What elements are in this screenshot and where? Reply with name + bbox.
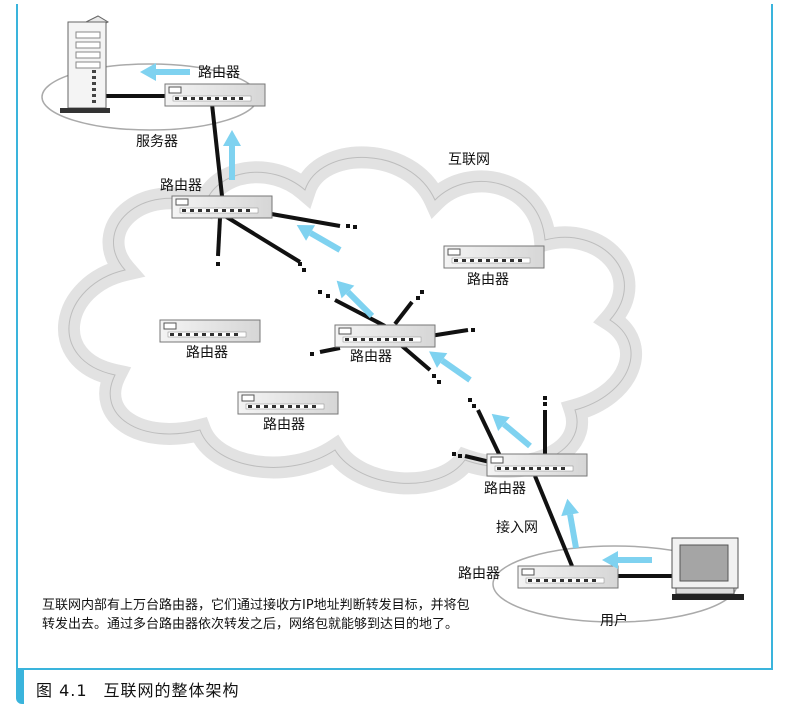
label-server: 服务器 [136, 134, 178, 150]
server-icon [60, 15, 110, 113]
label-router-left: 路由器 [186, 345, 228, 361]
figure-caption: 图 4.1 互联网的整体架构 [36, 677, 240, 701]
router-top-left [171, 195, 273, 219]
router-left [159, 319, 261, 343]
label-access-network: 接入网 [496, 519, 538, 536]
router-server-side [164, 83, 266, 107]
user-pc-icon [671, 537, 744, 600]
label-user: 用户 [600, 612, 628, 629]
label-internet: 互联网 [448, 152, 490, 168]
label-router-user: 路由器 [458, 566, 500, 582]
router-center [334, 324, 436, 348]
router-user-side [517, 565, 619, 589]
label-router-top-left: 路由器 [160, 178, 202, 194]
label-router-bottom-left: 路由器 [263, 417, 305, 433]
network-links [105, 94, 672, 578]
label-router-server: 路由器 [198, 65, 240, 81]
caption-number: 图 4.1 [36, 681, 88, 700]
router-bottom-left [237, 391, 339, 415]
label-router-bottom-right: 路由器 [484, 481, 526, 497]
caption-title: 互联网的整体架构 [103, 681, 240, 700]
router-top-right [443, 245, 545, 269]
label-router-center: 路由器 [350, 349, 392, 365]
figure-frame [16, 4, 773, 670]
caption-accent-bar [16, 670, 24, 704]
description-note: 互联网内部有上万台路由器，它们通过接收方IP地址判断转发目标，并将包转发出去。通… [42, 598, 470, 632]
label-router-top-right: 路由器 [467, 272, 509, 288]
internet-architecture-diagram: 路由器 服务器 互联网 路由器 路由器 路由器 路由器 路由器 路由器 接入网 … [41, 15, 744, 629]
router-bottom-right [486, 453, 588, 477]
link-break-dots [216, 224, 547, 458]
